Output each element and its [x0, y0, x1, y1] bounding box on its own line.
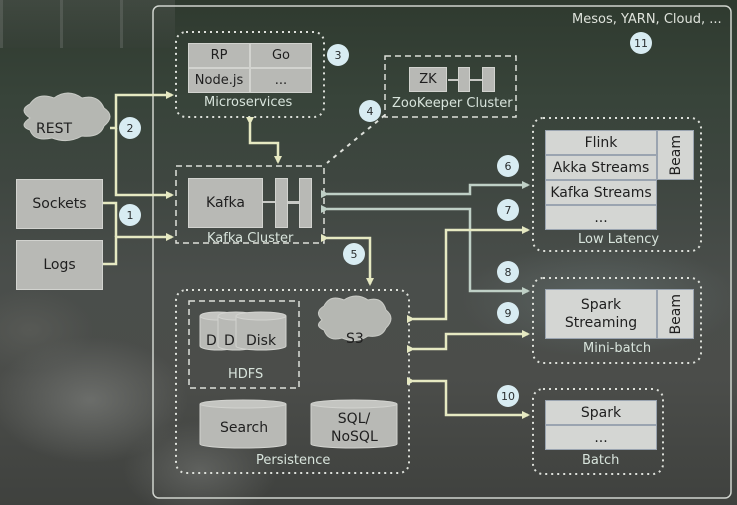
background-bridge: [0, 0, 175, 48]
kafka-container: [175, 165, 325, 244]
microservices-caption: Microservices: [204, 95, 293, 110]
zk-node-3[interactable]: [482, 67, 495, 92]
s3-cloud-shape: [318, 295, 392, 342]
badge-10: 10: [497, 385, 519, 407]
arrow-rest-kafka: [114, 128, 174, 199]
badge-7: 7: [497, 199, 519, 221]
arrow-persistence-low-latency: [407, 226, 530, 323]
engine-spark-streaming[interactable]: Spark Streaming: [545, 289, 657, 339]
hdfs-disk-1-label: D: [206, 333, 217, 349]
batch-caption: Batch: [582, 453, 620, 468]
badge-11: 11: [630, 32, 652, 54]
beam-mini-batch-label: Beam: [667, 293, 684, 335]
zookeeper-caption: ZooKeeper Cluster: [392, 96, 513, 111]
engine-akka-streams[interactable]: Akka Streams: [545, 155, 657, 180]
s3-label[interactable]: S3: [346, 331, 364, 347]
platform-label: Mesos, YARN, Cloud, ...: [572, 12, 722, 27]
rest-label: REST: [36, 121, 73, 137]
badge-9: 9: [497, 302, 519, 324]
search-cylinder: [199, 399, 287, 449]
batch-container: [532, 388, 664, 475]
badge-1: 1: [119, 204, 141, 226]
badge-5: 5: [343, 243, 365, 265]
arrow-microservices-kafka: [246, 117, 282, 164]
kafka-broker-2[interactable]: [275, 178, 288, 228]
badge-4: 4: [359, 100, 381, 122]
logs-box[interactable]: Logs: [16, 240, 103, 290]
sql-cylinder: [310, 399, 398, 449]
engine-flink[interactable]: Flink: [545, 130, 657, 155]
zookeeper-container: [384, 55, 517, 118]
kafka-broker-3[interactable]: [299, 178, 312, 228]
hdfs-container: [188, 300, 300, 389]
mini-batch-caption: Mini-batch: [583, 341, 652, 356]
low-latency-container: [532, 117, 702, 252]
beam-mini-batch[interactable]: Beam: [657, 289, 694, 339]
badge-2: 2: [119, 117, 141, 139]
arrow-kafka-low-latency: [321, 181, 530, 198]
hdfs-disk-3-label: Disk: [246, 333, 277, 349]
engine-kafka-streams[interactable]: Kafka Streams: [545, 180, 657, 205]
arrow-sockets: [103, 201, 118, 237]
platform-frame-full: [152, 5, 732, 499]
microservice-rp[interactable]: RP: [188, 43, 250, 68]
microservice-more[interactable]: ...: [250, 68, 312, 93]
microservice-nodejs[interactable]: Node.js: [188, 68, 250, 93]
beam-low-latency-label: Beam: [667, 134, 684, 176]
kafka-node[interactable]: Kafka: [188, 178, 263, 228]
mini-batch-container: [532, 277, 702, 364]
engine-spark[interactable]: Spark: [545, 400, 657, 425]
hdfs-disk-stack: [199, 311, 287, 351]
badge-6: 6: [497, 155, 519, 177]
search-label[interactable]: Search: [220, 420, 269, 436]
arrow-persistence-mini-batch: [407, 330, 530, 353]
zk-node[interactable]: ZK: [409, 67, 447, 92]
kafka-caption: Kafka Cluster: [207, 231, 294, 246]
zk-link: [470, 79, 482, 81]
beam-low-latency[interactable]: Beam: [657, 130, 694, 180]
arrow-persistence-batch: [407, 377, 530, 419]
badge-3: 3: [327, 44, 349, 66]
arrow-rest-microservices: [110, 91, 174, 130]
arrow-logs: [103, 233, 174, 266]
sql-nosql-label[interactable]: SQL/ NoSQL: [331, 411, 378, 445]
badge-8: 8: [497, 261, 519, 283]
hdfs-disk-2-label: D: [224, 333, 235, 349]
kafka-link: [288, 202, 299, 204]
persistence-caption: Persistence: [256, 453, 331, 468]
zk-node-2[interactable]: [458, 67, 470, 92]
zookeeper-kafka-link: [326, 114, 386, 164]
engine-low-latency-more[interactable]: ...: [545, 205, 657, 230]
rest-cloud-shape: [23, 92, 111, 142]
engine-batch-more[interactable]: ...: [545, 425, 657, 450]
low-latency-caption: Low Latency: [578, 232, 660, 247]
hdfs-caption: HDFS: [228, 367, 264, 382]
sockets-box[interactable]: Sockets: [16, 179, 103, 229]
microservice-go[interactable]: Go: [250, 43, 312, 68]
